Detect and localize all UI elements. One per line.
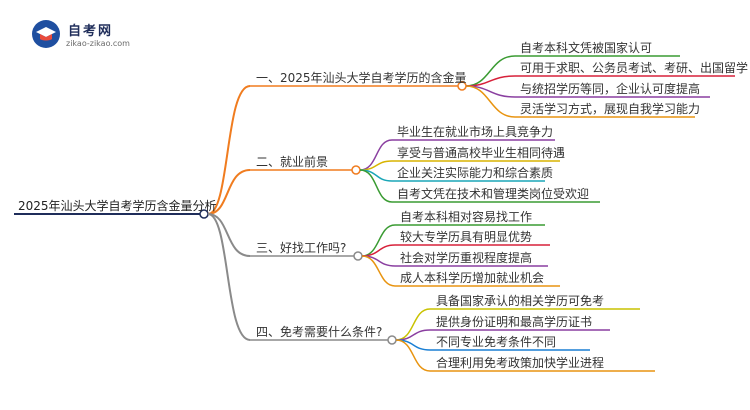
branch-2-dot: [351, 165, 361, 175]
branch-1-item: 可用于求职、公务员考试、考研、出国留学: [520, 61, 749, 75]
root-node-label: 2025年汕头大学自考学历含金量分析: [18, 199, 217, 213]
branch-4-item: 具备国家承认的相关学历可免考: [436, 294, 605, 308]
site-logo[interactable]: 自考网 zikao-zikao.com: [30, 18, 150, 54]
branch-3-label: 三、好找工作吗?: [256, 241, 347, 255]
link-b2-c4: [359, 169, 393, 203]
link-b4-c4: [395, 339, 431, 372]
branch-2-item: 企业关注实际能力和综合素质: [397, 166, 554, 180]
graduation-cap-icon: [32, 20, 60, 48]
branch-3-item: 自考本科相对容易找工作: [400, 210, 533, 224]
branch-1-item: 灵活学习方式，展现自我学习能力: [520, 102, 701, 116]
link-root-branch-2: [207, 169, 251, 215]
branch-4-dot: [387, 335, 397, 345]
branch-2-item: 自考文凭在技术和管理类岗位受欢迎: [397, 187, 590, 201]
branch-4-item: 提供身份证明和最高学历证书: [436, 315, 593, 329]
branch-1-label: 一、2025年汕头大学自考学历的含金量: [256, 71, 467, 85]
link-b1-c4: [465, 85, 516, 118]
logo-title: 自考网: [68, 24, 114, 39]
branch-4-item: 不同专业免考条件不同: [436, 335, 557, 349]
branch-3-dot: [353, 251, 363, 261]
link-root-branch-3: [207, 213, 251, 257]
branch-2-label: 二、就业前景: [256, 155, 329, 169]
branch-4-label: 四、免考需要什么条件?: [256, 325, 383, 339]
branch-2-item: 享受与普通高校毕业生相同待遇: [397, 146, 566, 160]
branch-2-item: 毕业生在就业市场上具竞争力: [397, 125, 554, 139]
link-root-branch-4: [207, 213, 251, 341]
branch-4-item: 合理利用免考政策加快学业进程: [436, 356, 605, 370]
link-root-branch-1: [207, 85, 251, 215]
logo-url: zikao-zikao.com: [66, 39, 130, 48]
branch-3-item: 成人本科学历增加就业机会: [400, 271, 545, 285]
branch-3-item: 较大专学历具有明显优势: [400, 230, 533, 244]
branch-3-item: 社会对学历重视程度提高: [400, 251, 533, 265]
branch-1-item: 与统招学历等同，企业认可度提高: [520, 82, 701, 96]
link-b3-c4: [361, 255, 396, 287]
branch-1-item: 自考本科文凭被国家认可: [520, 41, 653, 55]
